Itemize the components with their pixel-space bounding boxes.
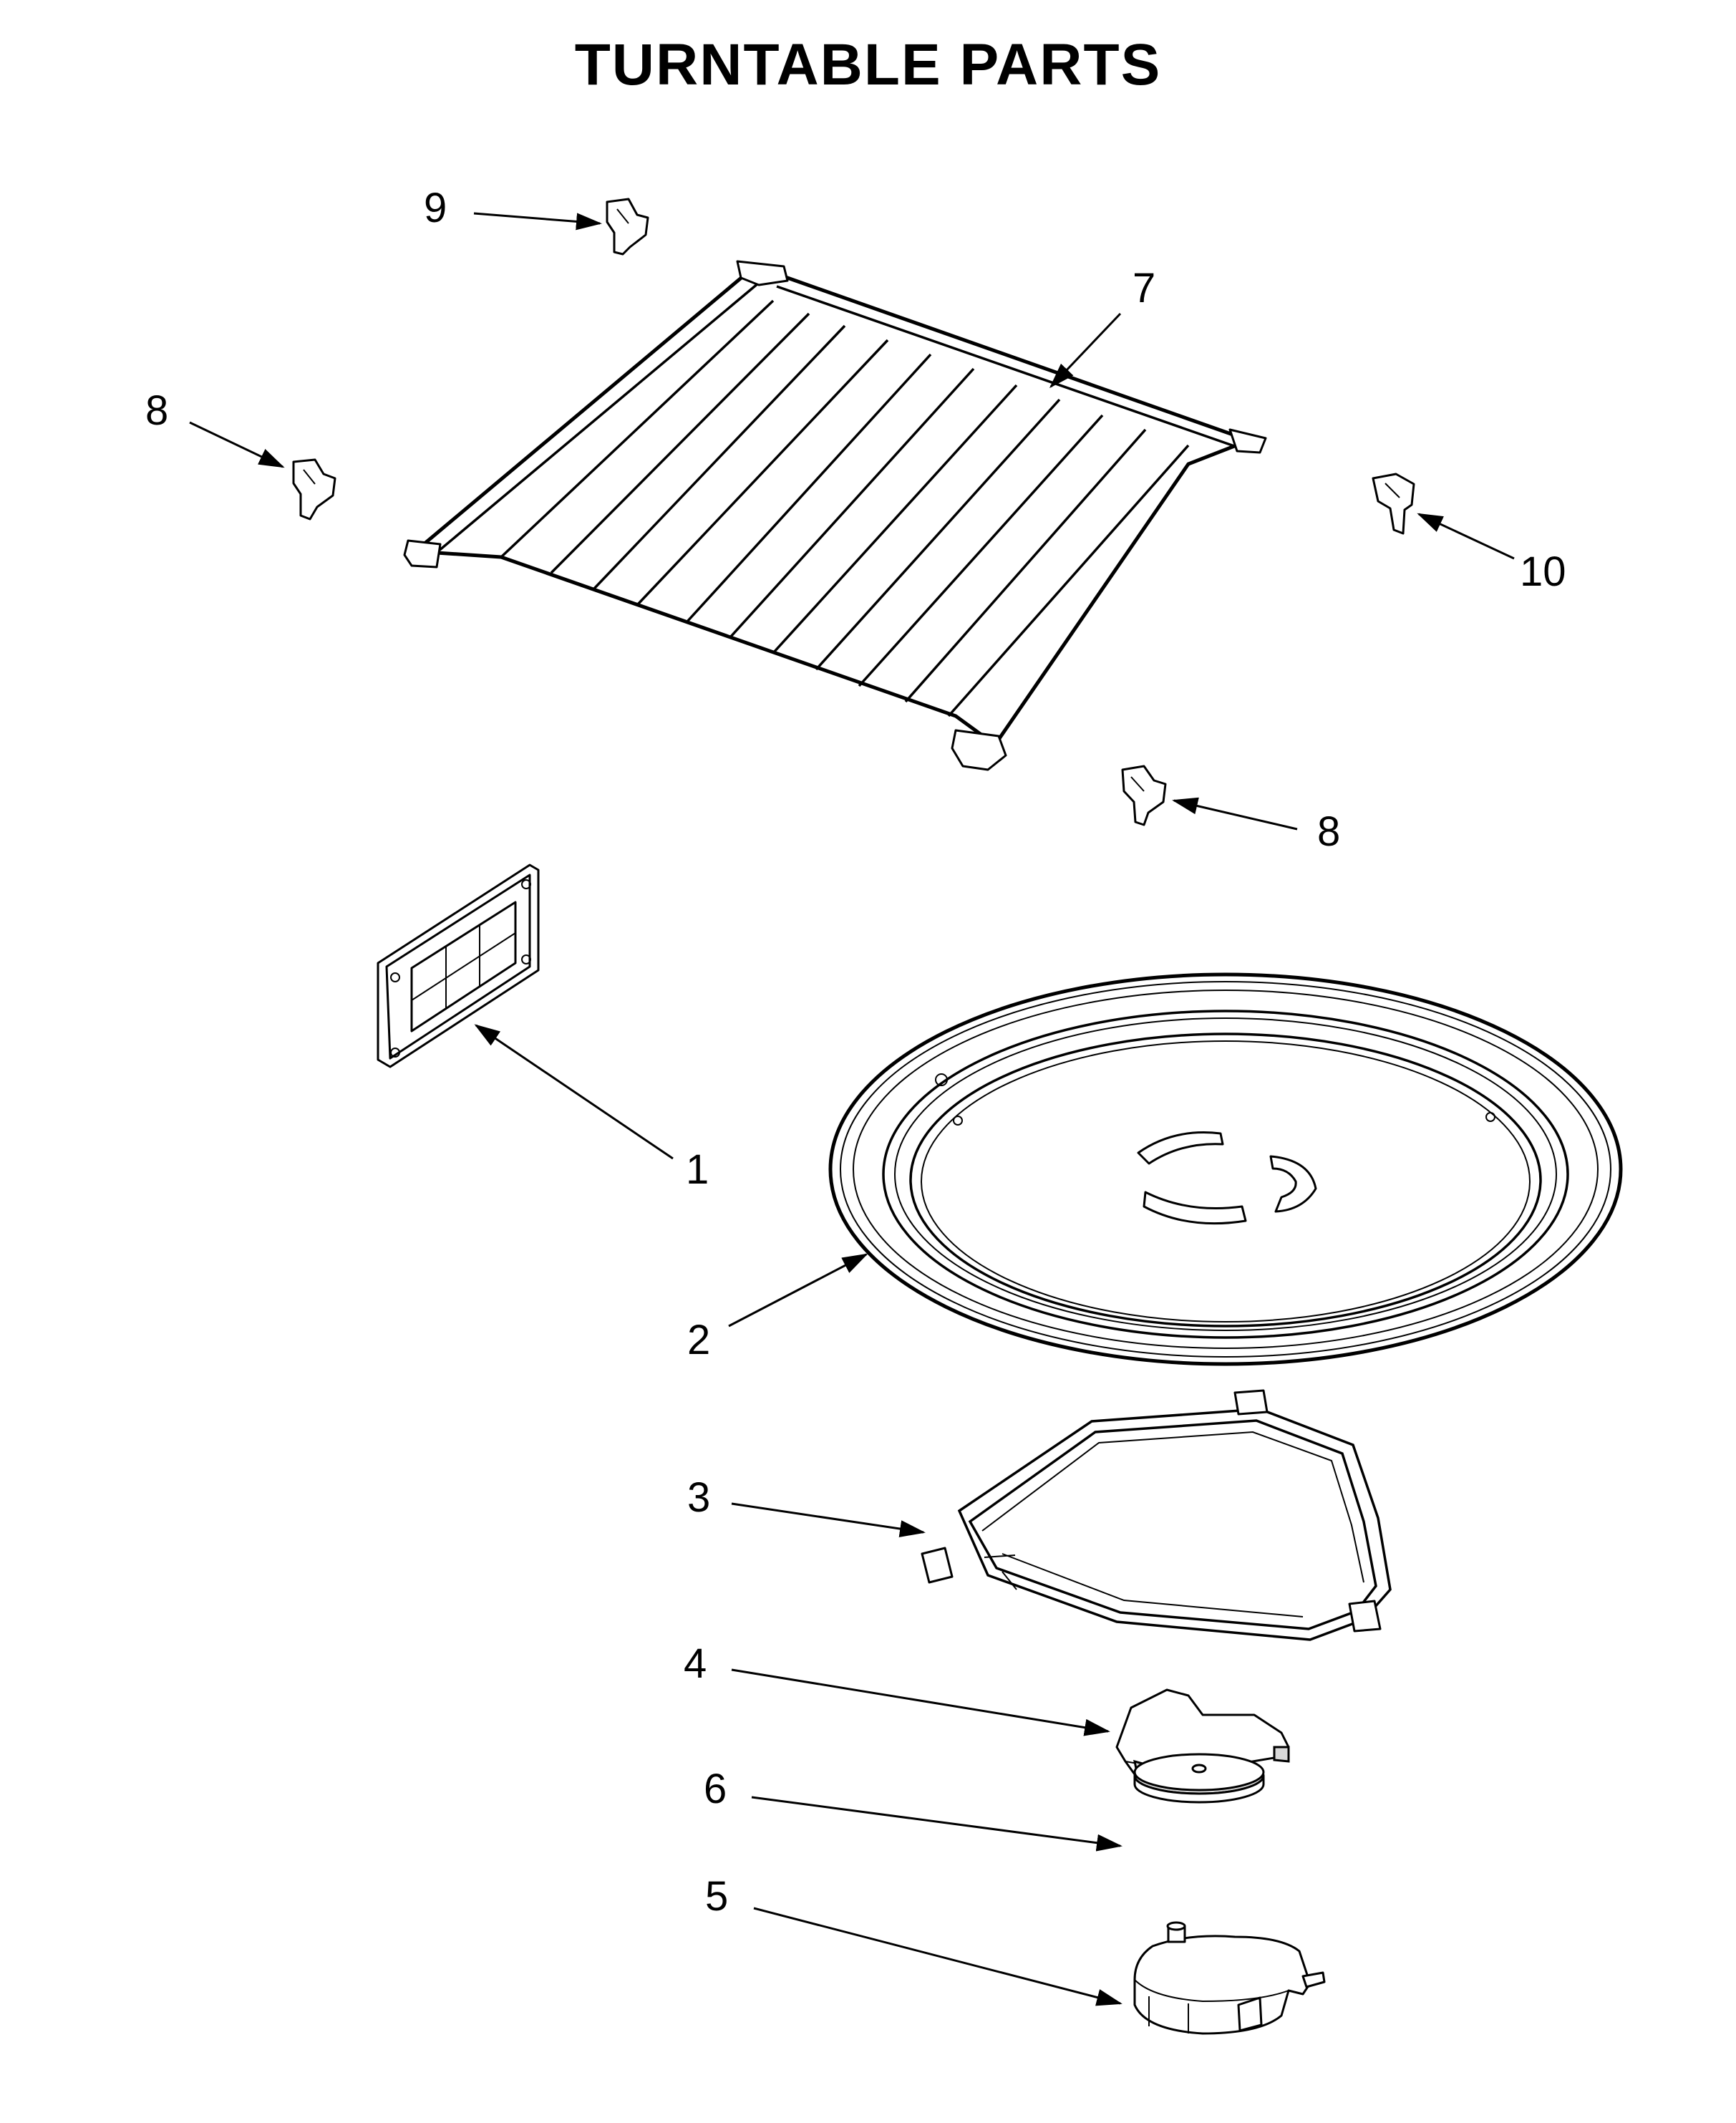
clip-part-8-right xyxy=(1121,765,1167,826)
callout-5: 5 xyxy=(705,1873,729,1920)
leader-8-left xyxy=(189,421,285,468)
callout-3: 3 xyxy=(687,1474,711,1521)
clip-part-9 xyxy=(606,198,649,256)
leader-1 xyxy=(474,1024,674,1160)
leader-5 xyxy=(753,1907,1122,2006)
callout-10: 10 xyxy=(1520,548,1566,595)
leader-9 xyxy=(473,212,602,231)
callout-7: 7 xyxy=(1133,265,1156,311)
motor-part-5 xyxy=(1133,1921,1326,2035)
leader-4 xyxy=(731,1668,1110,1736)
clip-part-10 xyxy=(1372,473,1415,535)
diagram-title: TURNTABLE PARTS xyxy=(574,32,1162,97)
filter-panel-part-1 xyxy=(377,864,540,1068)
leader-3 xyxy=(731,1502,926,1537)
callout-2: 2 xyxy=(687,1317,711,1363)
callout-8-right: 8 xyxy=(1317,808,1341,855)
leader-7 xyxy=(1049,312,1122,389)
callout-1: 1 xyxy=(686,1146,709,1193)
callout-9: 9 xyxy=(424,185,447,231)
leader-8-right xyxy=(1172,797,1298,831)
wire-rack-part-7 xyxy=(403,260,1267,771)
leader-10 xyxy=(1417,513,1515,560)
callout-8-left: 8 xyxy=(145,387,169,434)
leader-lines xyxy=(189,212,1515,2006)
leader-2 xyxy=(728,1253,868,1328)
leader-6 xyxy=(751,1796,1122,1852)
roller-ring-part-3 xyxy=(921,1389,1392,1641)
callout-6: 6 xyxy=(704,1766,727,1812)
clip-part-8-left xyxy=(292,458,336,521)
disc-part-6 xyxy=(1133,1753,1265,1804)
callout-4: 4 xyxy=(684,1640,707,1687)
turntable-tray-part-2 xyxy=(828,972,1623,1366)
